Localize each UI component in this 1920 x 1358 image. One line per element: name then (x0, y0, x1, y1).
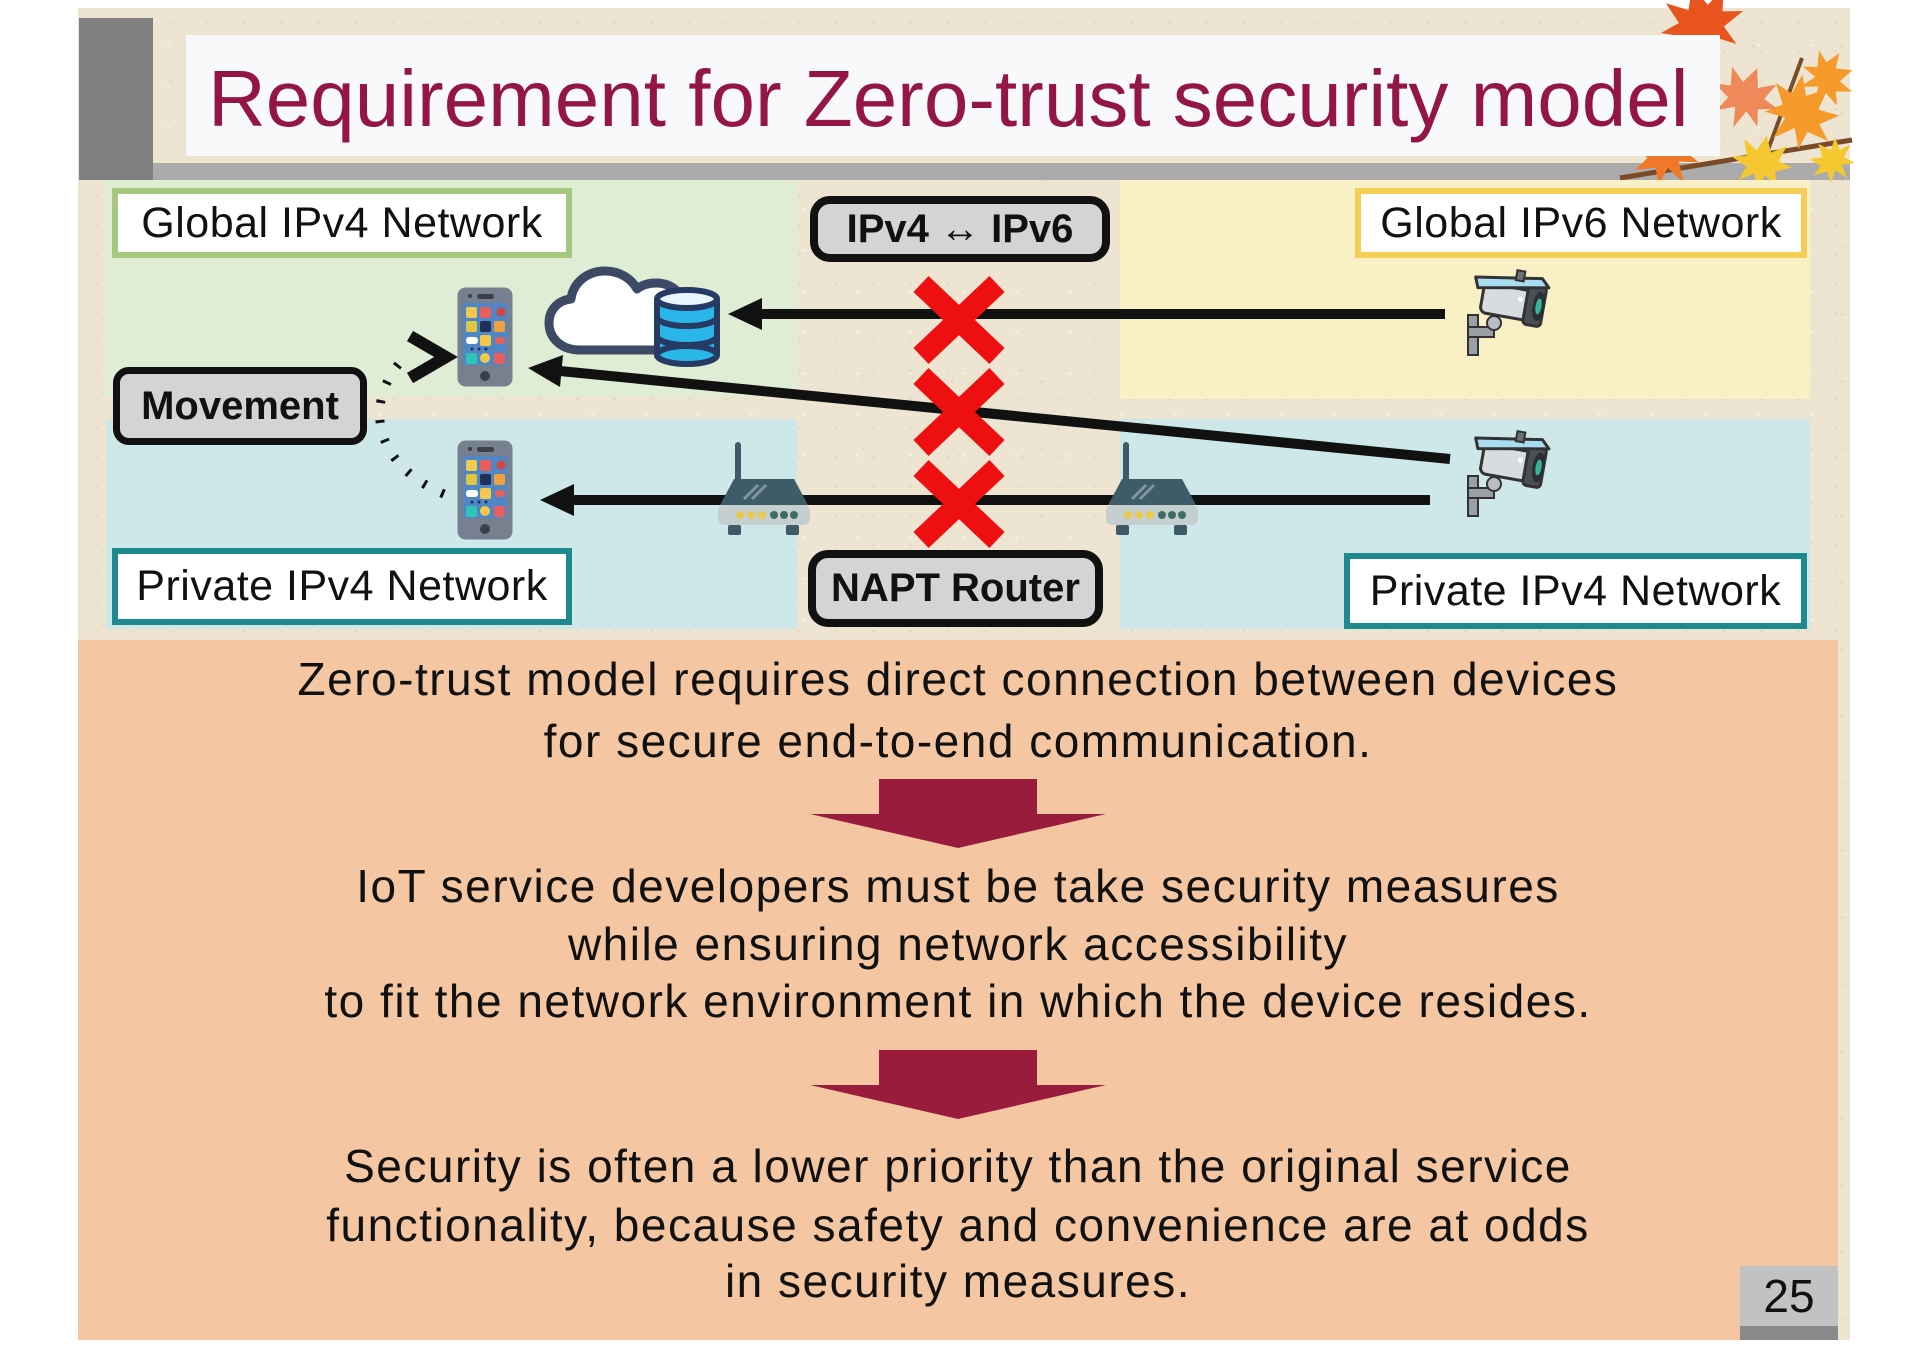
label-ipv4-ipv6-translation: IPv4 ↔ IPv6 (810, 196, 1110, 262)
security-camera-icon (1460, 267, 1556, 361)
page-number: 25 (1740, 1266, 1838, 1326)
body-line: Zero-trust model requires direct connect… (297, 653, 1619, 705)
label-text: IPv4 ↔ IPv6 (846, 206, 1074, 251)
page-number-badge-strip (1740, 1326, 1838, 1340)
label-private-ipv4-network-left: Private IPv4 Network (112, 548, 572, 625)
label-napt-router: NAPT Router (808, 550, 1103, 627)
title-box: Requirement for Zero-trust security mode… (186, 35, 1720, 156)
title-accent-bar (79, 18, 153, 180)
label-text: Private IPv4 Network (136, 562, 548, 610)
label-text: Private IPv4 Network (1369, 566, 1782, 615)
security-camera-icon (1460, 428, 1556, 522)
label-text: NAPT Router (831, 566, 1080, 610)
down-arrow-icon (810, 779, 1106, 848)
cloud-database-icon (535, 255, 730, 370)
label-text: Global IPv4 Network (141, 198, 543, 247)
body-line: in security measures. (724, 1255, 1192, 1307)
arrow-router-to-phone (540, 484, 1430, 516)
connection-arrows-layer (375, 298, 1451, 516)
summary-panel: Zero-trust model requires direct connect… (78, 640, 1838, 1340)
arrow-camera-to-cloud (728, 298, 1445, 330)
red-x-icon (911, 276, 1007, 364)
page-title: Requirement for Zero-trust security mode… (208, 53, 1689, 143)
page-number-badge: 25 (1740, 1266, 1838, 1340)
label-private-ipv4-network-right: Private IPv4 Network (1344, 553, 1807, 629)
label-global-ipv6-network: Global IPv6 Network (1355, 188, 1807, 258)
body-line: Security is often a lower priority than … (344, 1140, 1572, 1192)
body-line: IoT service developers must be take secu… (356, 860, 1560, 912)
title-underline (153, 163, 1850, 180)
body-line: to fit the network environment in which … (324, 975, 1592, 1027)
dotted-arc-arrow-icon (375, 330, 458, 499)
label-text: Movement (141, 383, 339, 428)
label-movement: Movement (113, 367, 367, 445)
body-line: for secure end-to-end communication. (543, 715, 1373, 767)
body-line: while ensuring network accessibility (567, 918, 1349, 970)
wifi-router-icon (1102, 441, 1202, 537)
smartphone-icon (457, 440, 513, 540)
smartphone-icon (457, 287, 513, 387)
red-x-icon (911, 460, 1007, 548)
arrow-camera-to-phone (528, 355, 1451, 464)
wifi-router-icon (714, 441, 814, 537)
label-global-ipv4-network: Global IPv4 Network (112, 188, 572, 258)
down-arrow-icon (810, 1050, 1106, 1119)
red-x-icon (911, 368, 1007, 456)
body-line: functionality, because safety and conven… (326, 1199, 1590, 1251)
label-text: Global IPv6 Network (1380, 198, 1782, 247)
maple-leaves-icon (1570, 0, 1870, 205)
